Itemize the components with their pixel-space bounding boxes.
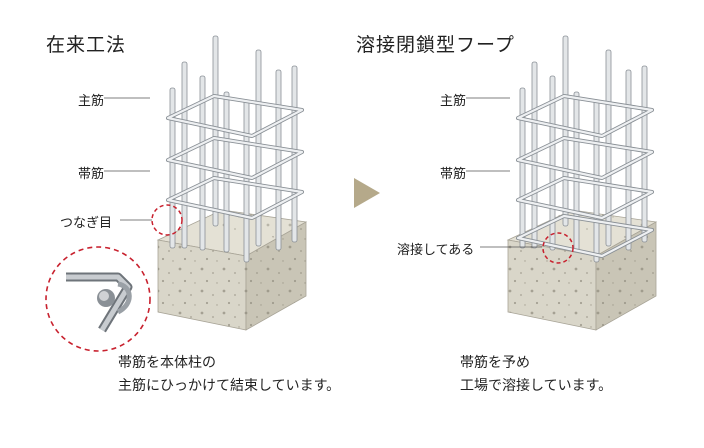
right-weld-highlight: [542, 232, 574, 264]
left-title: 在来工法: [46, 34, 127, 56]
left-caption-line2: 主筋にひっかけて結束しています。: [118, 378, 341, 394]
left-caption-line1: 帯筋を本体柱の: [118, 355, 216, 371]
left-label-main-rebar: 主筋: [78, 94, 105, 109]
right-label-hoop: 帯筋: [440, 167, 467, 182]
transition-arrow: [354, 178, 380, 208]
left-hoops: [166, 94, 304, 220]
left-label-joint: つなぎ目: [60, 216, 113, 231]
right-caption: 帯筋を予め 工場で溶接しています。: [460, 352, 612, 398]
right-caption-line1: 帯筋を予め: [460, 355, 530, 371]
right-caption-line2: 工場で溶接しています。: [460, 378, 613, 394]
left-caption: 帯筋を本体柱の 主筋にひっかけて結束しています。: [118, 352, 340, 398]
right-title: 溶接閉鎖型フープ: [356, 34, 515, 56]
left-column-illustration: [45, 35, 308, 352]
left-label-hoop: 帯筋: [78, 167, 105, 182]
right-column-illustration: [506, 35, 658, 331]
right-label-weld: 溶接してある: [397, 243, 475, 258]
right-label-main-rebar: 主筋: [440, 94, 467, 109]
left-joint-highlight: [151, 204, 183, 236]
